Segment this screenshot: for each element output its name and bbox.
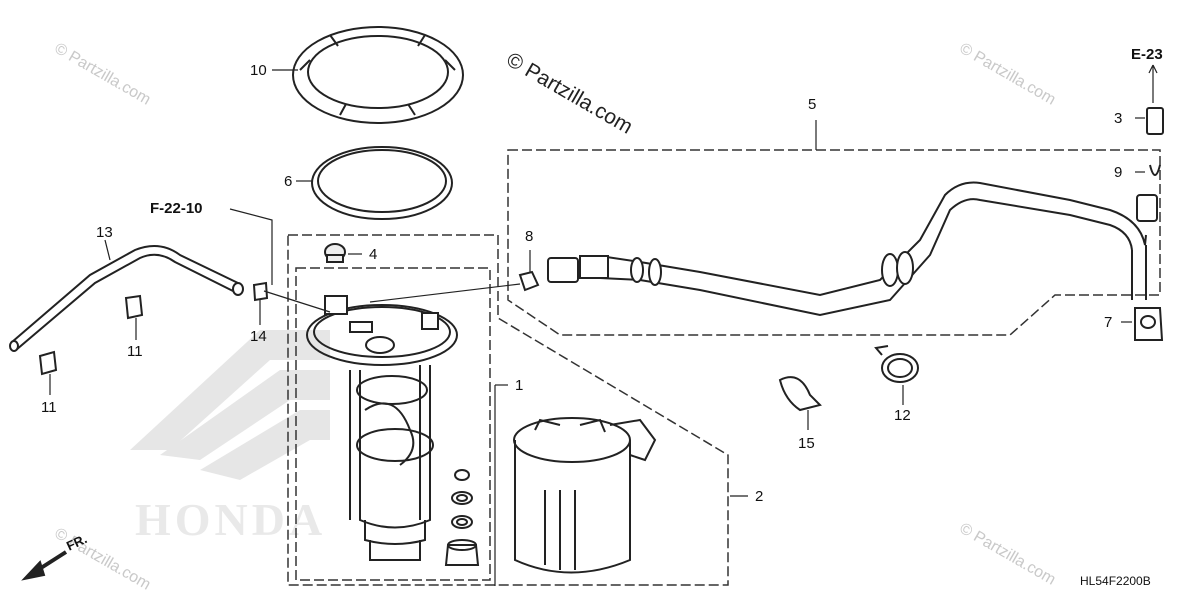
diagram-code: HL54F2200B — [1080, 574, 1151, 588]
callout-1: 1 — [515, 377, 524, 394]
callout-14: 14 — [250, 328, 267, 345]
pump-small-rings — [444, 469, 480, 566]
callout-4: 4 — [369, 246, 378, 263]
callout-7: 7 — [1104, 314, 1113, 331]
front-direction-arrow — [21, 550, 68, 581]
grommet-part-7 — [1134, 307, 1164, 341]
clip-part-4 — [324, 243, 346, 263]
callout-11: 11 — [127, 343, 143, 360]
svg-text:HONDA: HONDA — [135, 494, 326, 545]
callout-13: 13 — [96, 224, 113, 241]
pump-body — [349, 365, 434, 561]
clips-part-11-14 — [38, 281, 269, 376]
reference-f22-10: F-22-10 — [150, 200, 203, 217]
callout-15: 15 — [798, 435, 815, 452]
callout-9: 9 — [1114, 164, 1123, 181]
hose-fittings-parts-3-9 — [1146, 107, 1164, 176]
callout-12: 12 — [894, 407, 911, 424]
filter-housing-part-2 — [513, 417, 657, 574]
callout-11: 11 — [41, 399, 57, 416]
callout-8: 8 — [525, 228, 534, 245]
callout-6: 6 — [284, 173, 293, 190]
connector-part-8 — [518, 270, 540, 292]
clamp-part-15 — [778, 376, 822, 412]
callout-10: 10 — [250, 62, 267, 79]
honda-logo-watermark: HONDA — [130, 330, 330, 545]
callout-2: 2 — [755, 488, 764, 505]
pump-flange — [306, 295, 458, 366]
callout-5: 5 — [808, 96, 817, 113]
fuel-hose-part-5 — [547, 181, 1158, 317]
breather-hose-part-13 — [9, 245, 244, 352]
pump-assembly-outline — [287, 234, 729, 586]
retainer-ring-part-10 — [292, 26, 464, 124]
oring-part-6 — [311, 146, 453, 220]
hose-assembly-outline — [507, 149, 1161, 336]
clamp-part-12 — [874, 345, 919, 383]
callout-3: 3 — [1114, 110, 1123, 127]
leader-lines — [49, 64, 1158, 586]
reference-e23: E-23 — [1131, 46, 1163, 63]
